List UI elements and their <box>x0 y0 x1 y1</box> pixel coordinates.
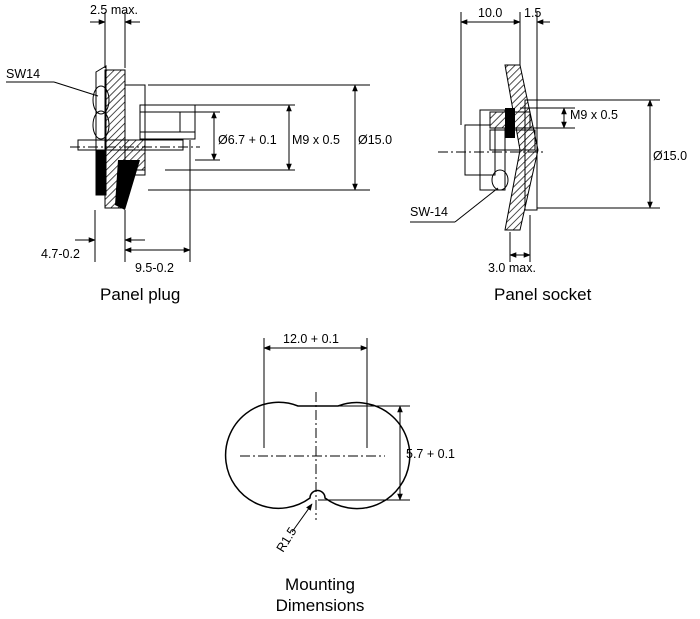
mounting-drawing <box>224 338 411 533</box>
plug-dim-thread: M9 x 0.5 <box>292 133 340 147</box>
socket-dim-bottom: 3.0 max. <box>488 261 536 275</box>
plug-dim-outer: Ø15.0 <box>358 133 392 147</box>
socket-dim-top-right: 1.5 <box>524 6 541 20</box>
plug-dim-right-bottom: 9.5-0.2 <box>135 261 174 275</box>
plug-wrench-label: SW14 <box>6 67 40 81</box>
socket-dim-outer: Ø15.0 <box>653 149 687 163</box>
panel-plug-caption: Panel plug <box>100 285 180 304</box>
socket-dim-top-left: 10.0 <box>478 6 502 20</box>
panel-socket-drawing <box>410 12 660 262</box>
mounting-caption-line1: Mounting <box>285 575 355 594</box>
panel-plug-drawing <box>6 12 370 262</box>
mounting-dim-radius: R1.5 <box>274 525 300 555</box>
panel-socket-caption: Panel socket <box>494 285 592 304</box>
mounting-dim-width: 12.0 + 0.1 <box>283 332 339 346</box>
mounting-dim-flat: 5.7 + 0.1 <box>406 447 455 461</box>
plug-dim-pin: Ø6.7 + 0.1 <box>218 133 277 147</box>
plug-dim-left-bottom: 4.7-0.2 <box>41 247 80 261</box>
mounting-caption-line2: Dimensions <box>276 596 365 615</box>
plug-dim-top: 2.5 max. <box>90 3 138 17</box>
socket-dim-thread: M9 x 0.5 <box>570 108 618 122</box>
socket-wrench-label: SW-14 <box>410 205 448 219</box>
